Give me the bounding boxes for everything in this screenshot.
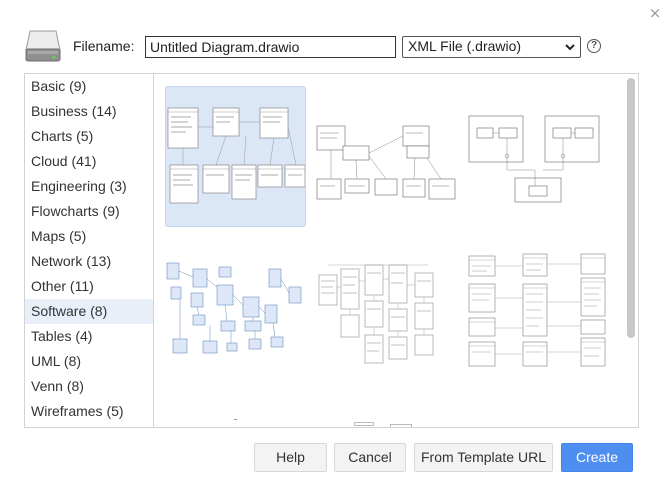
template-er-tables[interactable] bbox=[165, 86, 306, 227]
cancel-button[interactable]: Cancel bbox=[334, 443, 406, 472]
template-database-schema-preview bbox=[318, 264, 434, 364]
category-cloud[interactable]: Cloud (41) bbox=[31, 153, 97, 169]
category-engineering[interactable]: Engineering (3) bbox=[31, 178, 127, 194]
help-icon[interactable]: ? bbox=[587, 39, 601, 53]
category-list: Basic (9) Business (14) Charts (5) Cloud… bbox=[24, 73, 154, 428]
template-uml-class-preview bbox=[316, 125, 456, 200]
close-icon[interactable]: × bbox=[648, 4, 662, 22]
filename-input[interactable] bbox=[145, 36, 396, 58]
filename-label: Filename: bbox=[73, 38, 135, 54]
chevron-down-icon bbox=[565, 44, 575, 51]
template-component-diagram[interactable] bbox=[465, 86, 606, 227]
help-button[interactable]: Help bbox=[254, 443, 327, 472]
next-row-preview-fragment bbox=[234, 419, 237, 420]
template-blue-class-diagram-preview bbox=[166, 262, 302, 354]
category-charts[interactable]: Charts (5) bbox=[31, 128, 94, 144]
category-wireframes[interactable]: Wireframes (5) bbox=[31, 403, 124, 419]
category-maps[interactable]: Maps (5) bbox=[31, 228, 87, 244]
format-select[interactable]: XML File (.drawio) bbox=[402, 36, 581, 58]
template-uml-class[interactable] bbox=[315, 86, 456, 227]
hard-drive-icon bbox=[25, 30, 61, 62]
next-row-preview-fragment bbox=[354, 422, 374, 426]
template-grid bbox=[153, 73, 639, 428]
category-tables[interactable]: Tables (4) bbox=[31, 328, 93, 344]
category-network[interactable]: Network (13) bbox=[31, 253, 112, 269]
category-basic[interactable]: Basic (9) bbox=[31, 78, 87, 94]
category-venn[interactable]: Venn (8) bbox=[31, 378, 84, 394]
category-business[interactable]: Business (14) bbox=[31, 103, 117, 119]
format-select-value: XML File (.drawio) bbox=[408, 38, 522, 54]
category-other[interactable]: Other (11) bbox=[31, 278, 94, 294]
template-database-schema[interactable] bbox=[315, 257, 456, 398]
template-er-tables-preview bbox=[167, 107, 306, 204]
category-software[interactable]: Software (8) bbox=[25, 299, 153, 324]
category-uml[interactable]: UML (8) bbox=[31, 353, 82, 369]
template-component-diagram-preview bbox=[468, 115, 600, 203]
category-flowcharts[interactable]: Flowcharts (9) bbox=[31, 203, 120, 219]
from-template-url-button[interactable]: From Template URL bbox=[414, 443, 553, 472]
template-table-relations-preview bbox=[468, 253, 606, 367]
template-blue-class-diagram[interactable] bbox=[165, 257, 306, 398]
template-table-relations[interactable] bbox=[465, 252, 606, 393]
next-row-preview-fragment bbox=[390, 424, 412, 427]
template-scrollbar[interactable] bbox=[627, 78, 635, 338]
create-button[interactable]: Create bbox=[561, 443, 633, 472]
